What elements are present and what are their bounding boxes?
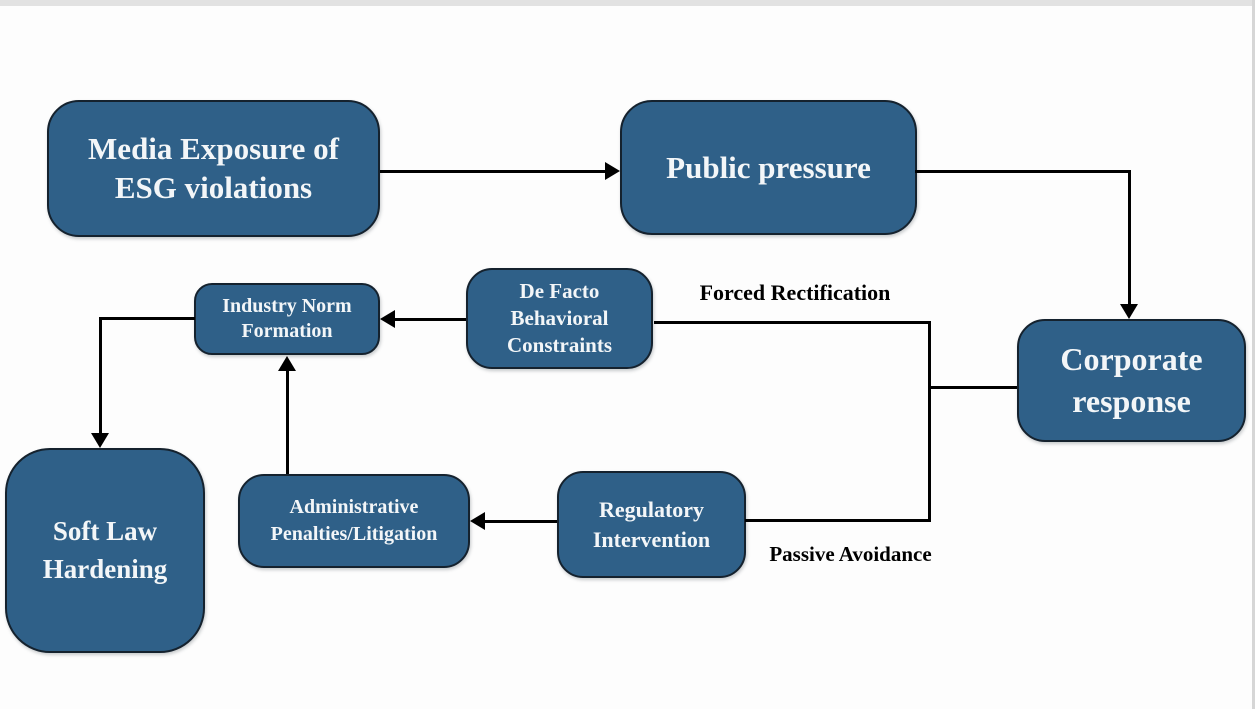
edge-industry-to-softlaw-arrowhead-icon bbox=[91, 433, 109, 448]
edge-regulatory-to-admin-arrowhead-icon bbox=[470, 512, 485, 530]
edge-label-passive-avoidance: Passive Avoidance bbox=[769, 542, 932, 566]
edge-admin-to-industry-line bbox=[286, 371, 289, 474]
node-corporate-response: Corporate response bbox=[1017, 319, 1246, 442]
edge-public-to-corporate-arrowhead-icon bbox=[1120, 304, 1138, 319]
edge-corporate-branch-vline bbox=[928, 321, 931, 522]
edge-public-to-corporate-hline bbox=[915, 170, 1131, 173]
edge-defacto-to-industry-line bbox=[395, 318, 466, 321]
edge-corporate-stub-line bbox=[930, 386, 1017, 389]
edge-defacto-to-industry-arrowhead-icon bbox=[380, 310, 395, 328]
edge-regulatory-to-admin-line bbox=[485, 520, 557, 523]
edge-admin-to-industry-arrowhead-icon bbox=[278, 356, 296, 371]
node-industry-norm-formation: Industry Norm Formation bbox=[194, 283, 380, 355]
window-right-border bbox=[1252, 0, 1255, 709]
edge-forced-rectification-line bbox=[654, 321, 931, 324]
edge-industry-to-softlaw-hline bbox=[100, 317, 195, 320]
window-top-border bbox=[0, 0, 1255, 6]
edge-public-to-corporate-vline bbox=[1128, 172, 1131, 305]
node-de-facto-behavioral-constraints: De Facto Behavioral Constraints bbox=[466, 268, 653, 369]
edge-passive-avoidance-line bbox=[745, 519, 931, 522]
node-regulatory-intervention: Regulatory Intervention bbox=[557, 471, 746, 578]
edge-label-forced-rectification: Forced Rectification bbox=[699, 280, 891, 305]
node-public-pressure: Public pressure bbox=[620, 100, 917, 235]
node-administrative-penalties-litigation: Administrative Penalties/Litigation bbox=[238, 474, 470, 568]
edge-media-to-public-arrowhead-icon bbox=[605, 162, 620, 180]
edge-media-to-public-line bbox=[380, 170, 606, 173]
edge-industry-to-softlaw-vline bbox=[99, 317, 102, 434]
node-media-exposure: Media Exposure of ESG violations bbox=[47, 100, 380, 237]
node-soft-law-hardening: Soft Law Hardening bbox=[5, 448, 205, 653]
